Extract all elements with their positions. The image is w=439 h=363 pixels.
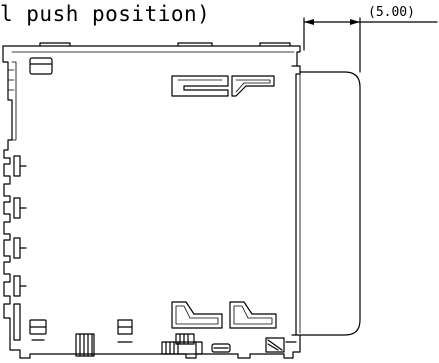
left-terminals [2,45,27,341]
detect-switch-window [29,57,53,75]
connector-body-outline [2,42,301,359]
upper-latch-right [231,75,275,97]
lower-latch-left [171,301,223,329]
drawing-caption: l push position) [0,2,211,26]
upper-latch-left [171,75,229,97]
right-edge-detail [285,65,298,343]
dimension-lines [303,17,438,73]
card-tray [299,71,361,336]
dimension-label: (5.00) [368,5,415,20]
lower-latch-right [229,301,277,329]
bottom-features [29,319,285,357]
